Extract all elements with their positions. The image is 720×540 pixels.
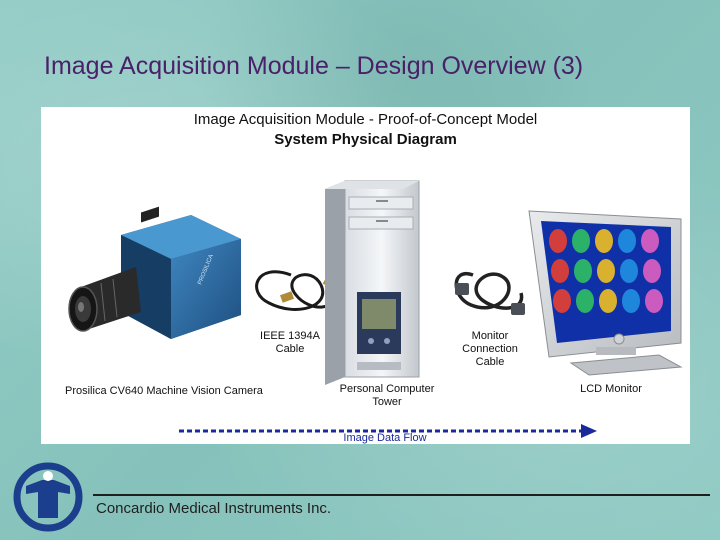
screen-thumbnail: [620, 259, 638, 283]
flow-label: Image Data Flow: [343, 432, 427, 444]
company-logo-icon: [13, 462, 83, 532]
monitor-cable-icon: [454, 271, 525, 315]
diagram-subtitle: System Physical Diagram: [274, 131, 457, 148]
footer-divider: [93, 494, 710, 496]
cable-label: IEEE 1394A Cable: [260, 330, 320, 355]
screen-thumbnail: [643, 259, 661, 283]
screen-thumbnail: [622, 289, 640, 313]
screen-thumbnail: [618, 229, 636, 253]
pc-tower-icon: [325, 180, 420, 385]
slide-title: Image Acquisition Module – Design Overvi…: [44, 52, 584, 80]
diagram-panel: PROSILICA: [41, 107, 690, 444]
screen-thumbnail: [553, 289, 571, 313]
company-name: Concardio Medical Instruments Inc.: [96, 500, 332, 517]
screen-thumbnail: [595, 229, 613, 253]
camera-label: Prosilica CV640 Machine Vision Camera: [65, 385, 263, 397]
lcd-monitor-icon: [528, 210, 683, 376]
pc-tower-label: Personal Computer Tower: [339, 383, 435, 408]
screen-thumbnail: [597, 259, 615, 283]
screen-thumbnail: [572, 229, 590, 253]
screen-thumbnail: [645, 289, 663, 313]
diagram-title: Image Acquisition Module - Proof-of-Conc…: [193, 111, 538, 128]
screen-thumbnail: [599, 289, 617, 313]
screen-thumbnail: [576, 289, 594, 313]
monitor-cable-label: Monitor Connection Cable: [462, 330, 518, 368]
screen-thumbnail: [574, 259, 592, 283]
screen-thumbnail: [641, 229, 659, 253]
screen-thumbnail: [549, 229, 567, 253]
screen-thumbnail: [551, 259, 569, 283]
flow-arrow-icon: [179, 424, 597, 438]
camera-icon: PROSILICA: [68, 206, 241, 339]
lcd-monitor-label: LCD Monitor: [580, 383, 642, 395]
diagram-canvas: PROSILICA: [68, 180, 683, 438]
